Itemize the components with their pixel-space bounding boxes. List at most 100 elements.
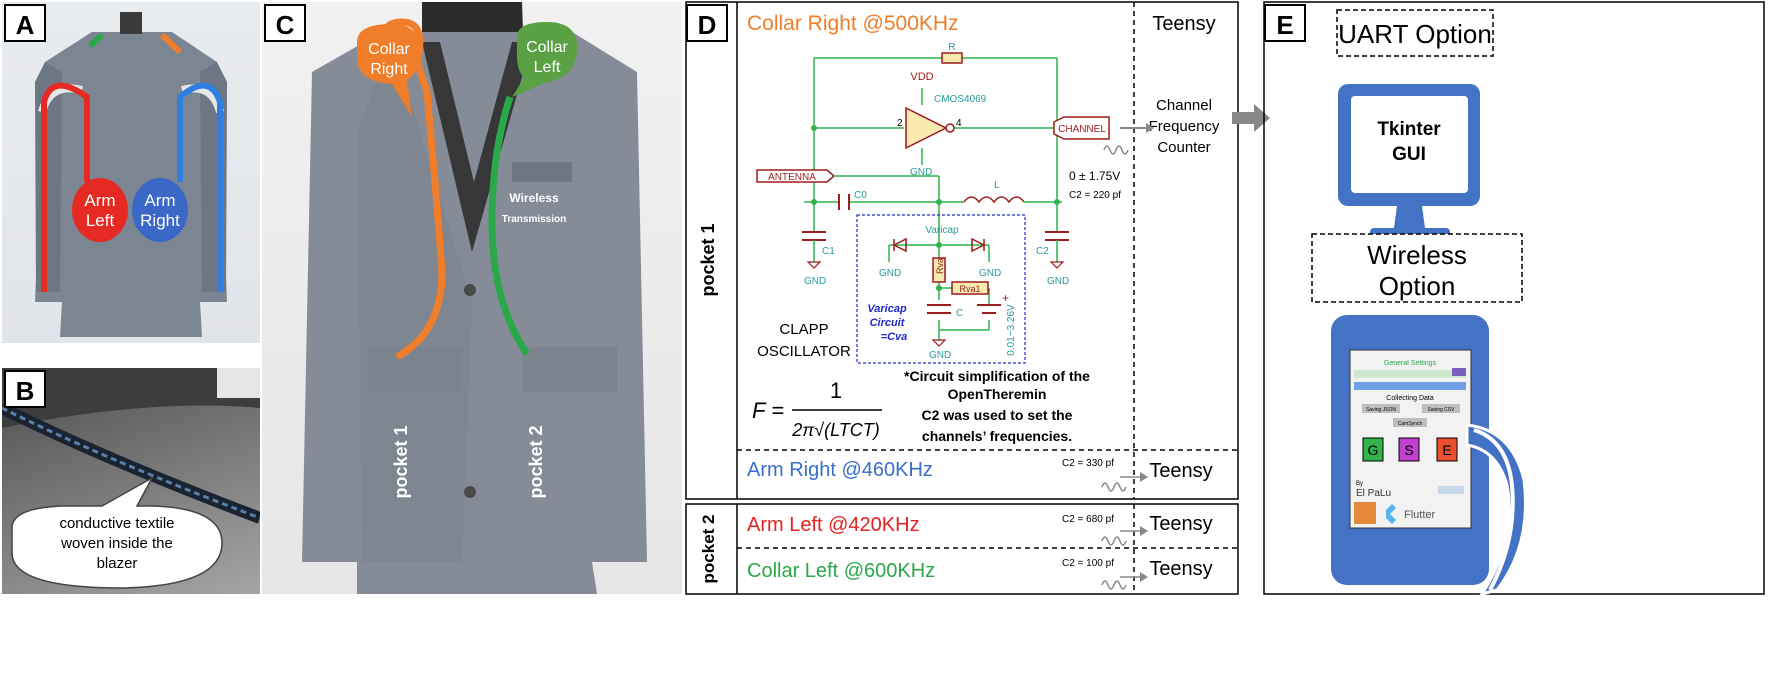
varicap-circuit-label-3: =Cva [881, 331, 908, 343]
pocket-2-label: pocket 2 [699, 515, 718, 584]
wireless-option-box [1311, 233, 1523, 303]
uart-option-label: UART Option [1338, 19, 1492, 49]
phone-saving-json-button[interactable]: Saving JSON [1366, 407, 1396, 413]
chip-label: CMOS4069 [934, 94, 987, 105]
channel-tag: CHANNEL [1058, 124, 1106, 135]
collar-left-channel-title: Collar Left @600KHz [747, 560, 935, 582]
pin-2-label: 2 [897, 118, 903, 129]
phone-flutter-label: Flutter [1404, 509, 1436, 521]
clapp-label-2: OSCILLATOR [757, 343, 851, 360]
vdd-label: VDD [910, 71, 933, 83]
arm-right-badge [132, 178, 188, 242]
teensy-label-3: Teensy [1149, 513, 1212, 535]
teensy-label-1: Teensy [1152, 13, 1215, 35]
panel-c-label: C [264, 4, 306, 42]
phone-app-logo [1354, 502, 1376, 524]
gnd-label-varicap-left: GND [879, 268, 901, 279]
arm-left-channel-title: Arm Left @420KHz [747, 514, 920, 536]
tkinter-label-2: GUI [1392, 144, 1426, 165]
vrange-label: 0.01~3.26V [1006, 304, 1017, 356]
uart-option-box [1336, 9, 1494, 57]
collar-right-trace [159, 32, 183, 55]
gnd-label-inverter: GND [910, 167, 932, 178]
c2-label: C2 [1036, 246, 1049, 257]
note-text-1: *Circuit simplification of the [904, 368, 1090, 384]
varicap-circuit-label: Varicap [867, 303, 907, 315]
pocket-2-label: pocket 2 [526, 425, 546, 498]
panel-a-photo: Arm Left Arm Right [2, 2, 260, 343]
collar-left-label: Collar [526, 39, 568, 56]
gnd-label-c1: GND [804, 276, 826, 287]
collar-left-trace [87, 32, 105, 49]
collar-right-badge [357, 24, 420, 117]
arm-right-trace [177, 82, 223, 292]
collar-right-trace [380, 18, 446, 361]
channel-counter-label: Channel [1156, 97, 1212, 114]
resistor-rva [932, 257, 946, 283]
arm-left-badge [72, 178, 128, 242]
phone-saving-csv-button[interactable]: Saving CSV [1428, 407, 1456, 413]
flutter-icon [1386, 504, 1396, 524]
varicap-circuit-label-2: Circuit [870, 317, 906, 329]
waveform-icon [1103, 145, 1129, 155]
phone-elpalu-label: El PaLu [1356, 488, 1391, 499]
phone-camsynch-button[interactable]: CamSynch [1398, 421, 1423, 427]
note-text-3: C2 was used to set the [922, 407, 1073, 423]
arrow-d-to-e [1232, 104, 1270, 132]
phone-e-button[interactable]: E [1442, 442, 1451, 458]
inductor-l [963, 196, 1025, 204]
c1-label: C1 [822, 246, 835, 257]
phone-g-button[interactable]: G [1368, 442, 1379, 458]
note-text-4: channels’ frequencies. [922, 428, 1072, 444]
c0-label: C0 [854, 190, 867, 201]
formula-denominator: 2π√(LTCT) [791, 420, 880, 440]
wireless-option-label: Wireless [1367, 240, 1467, 270]
blazer-front-image: Collar Right Collar Left Wireless Transm… [302, 2, 647, 594]
panel-c-photo: Collar Right Collar Left Wireless Transm… [262, 2, 682, 594]
svg-text:+: + [1002, 291, 1009, 305]
arm-left-label: Arm [84, 191, 115, 210]
panel-e-diagram: UART Option Tkinter GUI Wireless Option … [1263, 1, 1765, 597]
phone-by-label: By [1356, 481, 1363, 487]
arm-right-channel-title: Arm Right @460KHz [747, 459, 933, 481]
varicap-label: Varicap [925, 225, 959, 236]
phone-s-button[interactable]: S [1404, 442, 1413, 458]
clapp-label: CLAPP [779, 321, 828, 338]
teensy-label-4: Teensy [1149, 558, 1212, 580]
arm-left-label-2: Left [86, 211, 115, 230]
wireless-label: Wireless [509, 191, 559, 205]
panel-b-label: B [4, 370, 46, 408]
gnd-label-varicap-right: GND [979, 268, 1001, 279]
c2-220-label: C2 = 220 pf [1069, 190, 1121, 201]
c2-100-label: C2 = 100 pf [1062, 558, 1114, 569]
panel-e-label: E [1264, 4, 1306, 42]
gnd-label-varicap: GND [929, 350, 951, 361]
resistor-r [941, 52, 963, 64]
arm-left-trace [41, 82, 90, 292]
hand-icon [1465, 423, 1527, 597]
rva-label: Rva [935, 258, 945, 274]
collar-right-label-2: Right [370, 61, 408, 78]
formula-numerator: 1 [830, 378, 842, 403]
callout-text-2: woven inside the [60, 535, 173, 552]
c-label: C [956, 308, 963, 319]
gnd-label-c2: GND [1047, 276, 1069, 287]
formula-lhs: F = [752, 398, 784, 423]
channel-counter-label-3: Counter [1157, 139, 1210, 156]
textile-closeup-image: conductive textile woven inside the blaz… [2, 368, 260, 589]
collar-left-label-2: Left [534, 59, 561, 76]
callout-bubble [11, 476, 223, 589]
voltage-label: 0 ± 1.75V [1069, 169, 1120, 183]
rva1-label: Rva1 [959, 284, 980, 294]
callout-text-3: blazer [97, 555, 138, 572]
pocket-1-label: pocket 1 [698, 223, 718, 296]
c2-680-label: C2 = 680 pf [1062, 514, 1114, 525]
collar-right-channel-title: Collar Right @500KHz [747, 12, 959, 35]
antenna-tag: ANTENNA [768, 172, 816, 183]
note-text-2: OpenTheremin [948, 386, 1047, 402]
channel-counter-label-2: Frequency [1149, 118, 1220, 135]
resistor-rva1 [951, 281, 989, 295]
blazer-back-image: Arm Left Arm Right [35, 12, 227, 337]
pocket-1-label: pocket 1 [391, 425, 411, 498]
collar-left-trace [488, 95, 530, 356]
